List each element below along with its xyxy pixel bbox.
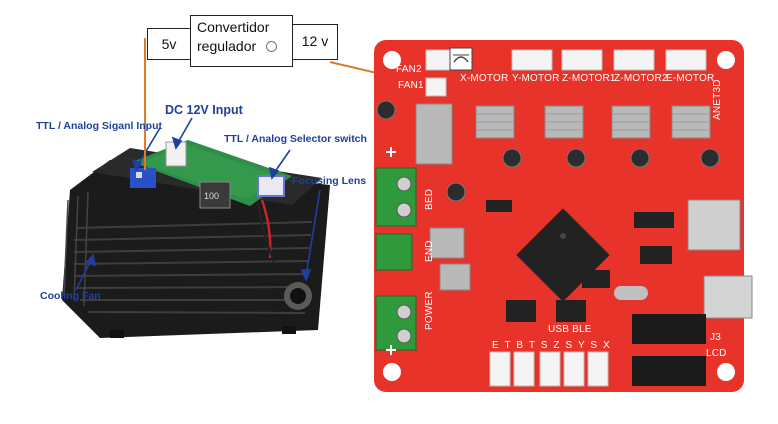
label-board-name: ANET3D (712, 79, 723, 120)
indicator-circle-icon (266, 41, 278, 52)
box-5v-text: 5v (161, 36, 177, 52)
label-cooling-fan: Cooling Fan (40, 290, 101, 302)
label-endstops: E T B T S Z S Y S X (492, 340, 612, 351)
label-focusing-lens: Focusing Lens (292, 175, 367, 187)
label-y-motor: Y-MOTOR (512, 73, 560, 84)
label-power: POWER (424, 291, 435, 330)
label-fan2: FAN2 (396, 64, 422, 75)
label-selector-switch: TTL / Analog Selector switch (224, 133, 367, 145)
converter-line2: regulador (197, 38, 257, 54)
label-end: END (424, 240, 435, 262)
label-bed: BED (424, 188, 435, 210)
label-e-motor: E-MOTOR (666, 73, 715, 84)
label-ttl-input: TTL / Analog Siganl Input (36, 120, 162, 132)
svg-text:100: 100 (204, 191, 219, 201)
label-usb-ble: USB BLE (548, 324, 592, 335)
label-j3: J3 (710, 332, 721, 343)
label-dc-input: DC 12V Input (165, 103, 243, 117)
label-z-motor2: Z-MOTOR2 (614, 73, 668, 84)
box-5v: 5v (147, 28, 191, 60)
label-lcd: LCD (706, 348, 727, 359)
label-fan1: FAN1 (398, 80, 424, 91)
label-x-motor: X-MOTOR (460, 73, 509, 84)
fan-icon (449, 47, 473, 71)
label-z-motor1: Z-MOTOR1 (562, 73, 616, 84)
converter-line1: Convertidor (197, 19, 270, 35)
box-converter: Convertidor regulador (190, 15, 293, 67)
box-12v-text: 12 v (301, 33, 329, 49)
box-12v: 12 v (292, 24, 338, 60)
